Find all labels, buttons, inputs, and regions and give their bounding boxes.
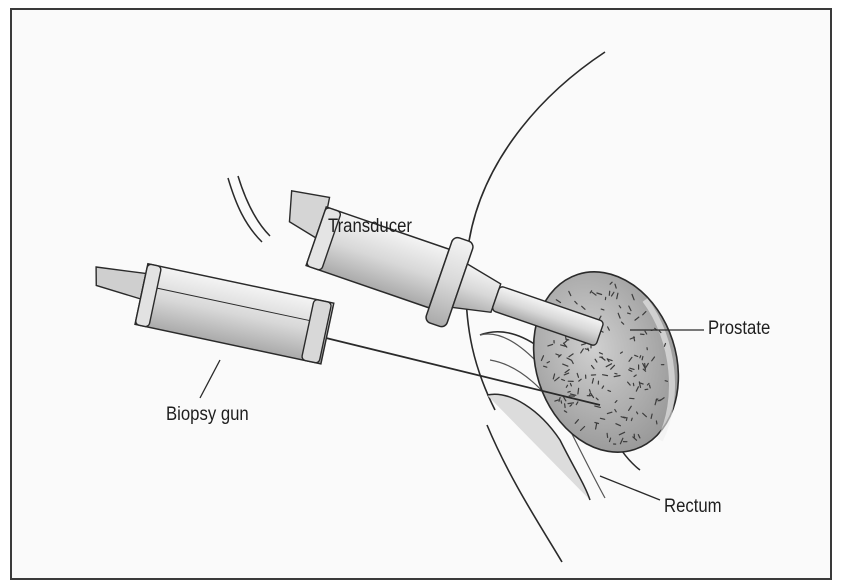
prostate-speckle: [601, 309, 604, 310]
prostate-speckle: [565, 404, 566, 408]
biopsy-gun-shape: [86, 253, 334, 364]
prostate-speckle: [631, 418, 632, 420]
prostate-speckle: [623, 417, 626, 418]
prostate-speckle: [642, 357, 643, 360]
transducer-cable: [228, 178, 262, 242]
prostate-speckle: [566, 339, 568, 340]
prostate-speckle: [628, 313, 631, 314]
prostate-speckle: [626, 418, 627, 421]
label-prostate: Prostate: [708, 318, 770, 340]
prostate-speckle: [568, 392, 570, 393]
label-transducer: Transducer: [328, 216, 412, 238]
prostate-speckle: [589, 394, 590, 396]
prostate-speckle: [640, 356, 641, 358]
biopsy-gun-leader: [200, 360, 220, 398]
label-rectum: Rectum: [664, 496, 722, 518]
prostate-speckle: [590, 390, 591, 392]
prostate-speckle: [568, 403, 574, 404]
prostate-speckle: [656, 421, 657, 424]
prostate-speckle: [665, 381, 667, 382]
prostate-speckle: [561, 401, 562, 403]
rectum-leader: [600, 476, 660, 500]
prostate-speckle: [615, 373, 617, 374]
prostate-speckle: [578, 388, 579, 394]
prostate-speckle: [607, 433, 608, 437]
label-biopsy-gun: Biopsy gun: [166, 404, 249, 426]
prostate-speckle: [650, 385, 651, 388]
